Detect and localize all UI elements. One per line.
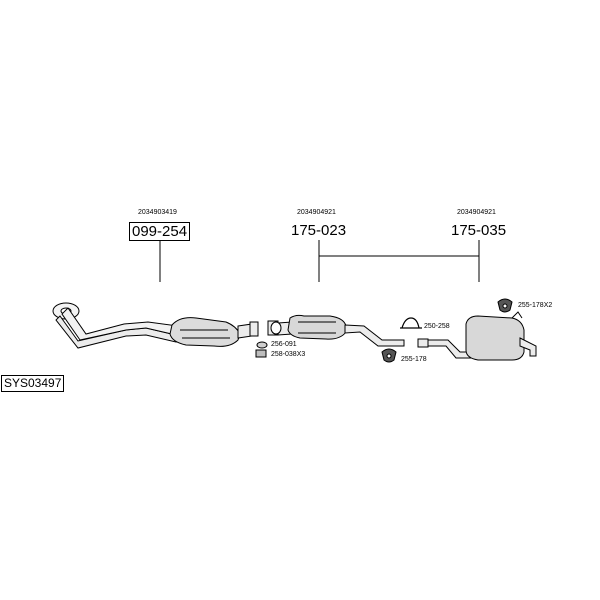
part-number-099-254[interactable]: 099-254 [129, 222, 191, 241]
callout-258-038x3[interactable]: 258-038X3 [271, 351, 306, 358]
callout-250-258[interactable]: 250-258 [424, 323, 450, 330]
part-number-175-023[interactable]: 175-023 [291, 222, 347, 239]
system-code: SYS03497 [1, 375, 65, 392]
callout-255-178x2[interactable]: 255-178X2 [518, 302, 553, 309]
gasket-icon [256, 341, 268, 349]
nut-icon [255, 349, 267, 358]
oe-number-2: 2034904921 [297, 209, 336, 216]
callout-255-178[interactable]: 255-178 [401, 356, 427, 363]
middle-muffler [267, 314, 405, 347]
front-pipe-catalyst [55, 307, 259, 349]
clamp-icon [400, 317, 422, 329]
callout-256-091[interactable]: 256-091 [271, 341, 297, 348]
rubber-mount-icon-2 [497, 298, 513, 313]
oe-number-1: 2034903419 [138, 209, 177, 216]
oe-number-3: 2034904921 [457, 209, 496, 216]
rubber-mount-icon-1 [381, 348, 397, 363]
part-number-175-035[interactable]: 175-035 [451, 222, 507, 239]
rear-silencer [417, 311, 537, 361]
